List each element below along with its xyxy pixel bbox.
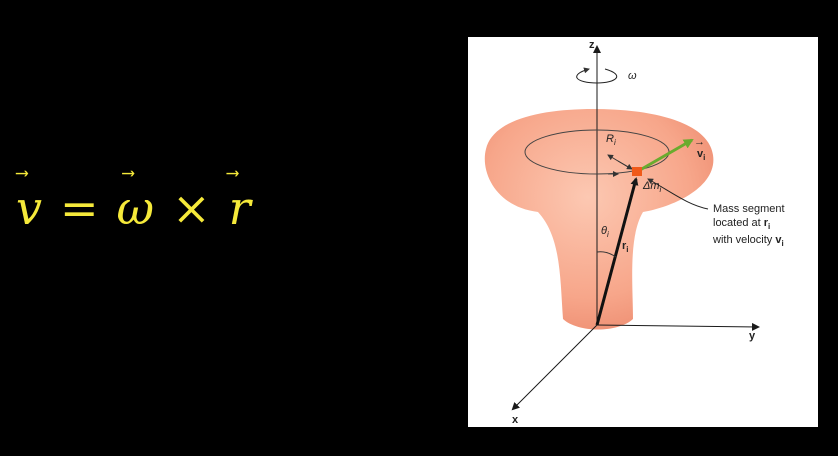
velocity-vector-arrow: [639, 138, 694, 172]
position-vector-symbol: r⃗: [229, 181, 251, 235]
rotating-body-diagram: z y x ω Ri vi → Δmi θi ri Mass segment l…: [468, 37, 818, 427]
velocity-letter: v: [16, 181, 42, 235]
rotating-body-shape: [484, 109, 714, 330]
vector-equation: v⃗ = ω⃗ × r⃗: [16, 178, 316, 238]
rotation-arrow-icon: [576, 67, 618, 84]
x-axis-line: [511, 324, 598, 411]
diagram-svg: z y x ω Ri vi → Δmi θi ri Mass segment l…: [484, 39, 785, 426]
velocity-vector-symbol: v⃗: [16, 181, 42, 235]
y-axis-label: y: [749, 330, 756, 342]
angular-velocity-vector-symbol: ω⃗: [117, 181, 155, 235]
mass-label: Δmi: [642, 180, 662, 194]
x-axis-label: x: [512, 414, 519, 426]
equals-sign: =: [60, 181, 99, 235]
callout-line-2: located at ri: [713, 217, 770, 231]
callout-line-1: Mass segment: [713, 203, 785, 215]
callout-line-3: with velocity vi: [712, 234, 784, 248]
velocity-label: vi: [697, 148, 705, 162]
omega-label: ω: [628, 70, 637, 82]
position-vector-label: ri: [622, 240, 629, 254]
y-axis-line: [596, 322, 760, 331]
radius-label: Ri: [606, 133, 616, 147]
r-letter: r: [228, 181, 251, 235]
velocity-label-arrow-icon: →: [694, 136, 705, 148]
omega-letter: ω: [116, 181, 155, 235]
z-axis-label: z: [589, 39, 595, 51]
cross-product-sign: ×: [172, 181, 211, 235]
position-vector-arrow: [595, 177, 639, 326]
mass-segment: [632, 167, 642, 176]
theta-label: θi: [601, 225, 609, 239]
radius-arrow-end: [617, 160, 633, 170]
theta-arc: [596, 251, 617, 258]
callout-leader-line: [647, 178, 709, 210]
